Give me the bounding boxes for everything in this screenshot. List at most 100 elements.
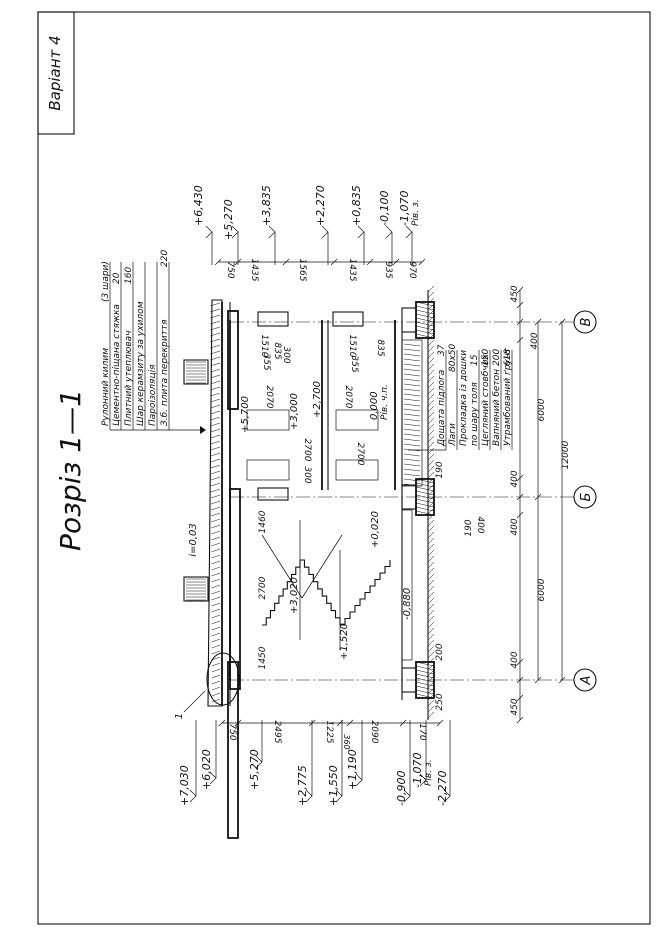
ground-hatch bbox=[427, 447, 435, 455]
floor-structure-hatch bbox=[403, 453, 421, 457]
bottom-dim-tick bbox=[516, 694, 524, 702]
bottom-dim-tick bbox=[516, 336, 524, 344]
bottom-dim-tick bbox=[516, 318, 524, 326]
floor-structure-hatch bbox=[403, 418, 421, 422]
floor-structure-hatch bbox=[403, 443, 421, 447]
roof-hatch bbox=[210, 488, 221, 493]
roof-hatch bbox=[209, 302, 221, 307]
roof-hatch bbox=[210, 356, 221, 361]
right-level-7-note: Рів. з. bbox=[411, 199, 421, 226]
floor-structure-hatch bbox=[403, 373, 421, 377]
roof-hatch bbox=[211, 608, 221, 613]
ground-hatch bbox=[427, 387, 435, 395]
callout-leader bbox=[183, 690, 206, 713]
ground-hatch bbox=[427, 429, 435, 437]
left-dim-tick bbox=[308, 719, 316, 727]
roof-layer-1-value: (3 шари) bbox=[101, 261, 111, 302]
roof-hatch bbox=[211, 542, 221, 547]
roof-layer-3-value: 160 bbox=[124, 267, 134, 284]
left-dim-4: 360 bbox=[342, 734, 351, 749]
ground-hatch bbox=[427, 627, 435, 635]
floor-structure-hatch bbox=[403, 398, 421, 402]
ground-hatch bbox=[427, 465, 435, 473]
right-level-1: +6,430 bbox=[192, 185, 205, 226]
right-dim-4: 1435 bbox=[347, 259, 357, 282]
ground-hatch bbox=[427, 405, 435, 413]
door-upper-1 bbox=[246, 409, 290, 431]
right-level-6: -0,100 bbox=[378, 191, 391, 226]
dim-door-2: 2700 bbox=[355, 443, 365, 466]
left-dim-5: 2090 bbox=[369, 721, 379, 744]
dim-overhang-right: 450 bbox=[510, 285, 520, 302]
footing-c-hatch bbox=[415, 321, 435, 327]
ground-hatch bbox=[427, 531, 435, 539]
roof-hatch bbox=[210, 428, 221, 433]
bottom-dim-tick bbox=[516, 301, 524, 309]
roof-hatch bbox=[211, 698, 221, 703]
floor-structure-hatch bbox=[403, 433, 421, 437]
floor-structure bbox=[401, 339, 423, 487]
roof-layer-2-value: 20 bbox=[112, 272, 122, 284]
roof-hatch bbox=[210, 326, 221, 331]
roof-hatch bbox=[211, 518, 221, 523]
roof-hatch bbox=[210, 482, 221, 487]
right-level-4: +2,270 bbox=[314, 185, 327, 226]
footing-c-hatch bbox=[415, 313, 435, 319]
roof-layer-4: Шар керамзиту за ухилом bbox=[136, 301, 146, 426]
left-dim-1: 750 bbox=[227, 723, 237, 740]
roof-hatch bbox=[210, 374, 221, 379]
ground-hatch bbox=[427, 393, 435, 401]
floor-structure-hatch bbox=[403, 343, 421, 347]
footing-c-hatch bbox=[415, 309, 435, 315]
left-dim-tick bbox=[399, 719, 407, 727]
floor-layer-1: Дощата підлога bbox=[437, 370, 447, 447]
roof-layer-5: Пароізоляція bbox=[148, 364, 158, 426]
right-dim-tick bbox=[330, 258, 338, 266]
axis-b-label: Б bbox=[579, 492, 594, 501]
floor-structure-hatch bbox=[403, 388, 421, 392]
dim-total: 12000 bbox=[561, 440, 571, 469]
floor-layer-6-value: 618 bbox=[503, 349, 513, 366]
roof-hatch bbox=[211, 548, 221, 553]
ground-hatch bbox=[427, 633, 435, 641]
roof-hatch bbox=[210, 458, 221, 463]
roof-hatch bbox=[210, 386, 221, 391]
section-body: 1 i=0,03 Рулонний килим (3 шари) Цементн… bbox=[101, 185, 597, 839]
dim-stair-2: 1460 bbox=[258, 510, 268, 533]
left-level-8-note: Рів. з. bbox=[424, 759, 434, 786]
bottom-dim-tick bbox=[516, 658, 524, 666]
axis-a-bubble bbox=[573, 668, 597, 692]
ground-hatch bbox=[427, 597, 435, 605]
ground-hatch bbox=[427, 645, 435, 653]
dim-door-1: 2700 bbox=[302, 439, 312, 462]
floor-layer-4: Цегляний стовбчик bbox=[481, 353, 491, 446]
roof-hatch bbox=[210, 398, 221, 403]
roof-hatch bbox=[210, 446, 221, 451]
floor-layer-6: Утрамбований ґрунт bbox=[503, 347, 513, 446]
dim-footing-b-1: 190 bbox=[435, 461, 445, 478]
section-title: Розріз 1—1 bbox=[54, 389, 87, 551]
roof-hatch bbox=[211, 638, 221, 643]
dim-stair-run: 2700 bbox=[258, 576, 268, 599]
roof-hatch bbox=[211, 656, 221, 661]
roof-hatch bbox=[210, 422, 221, 427]
ground-hatch bbox=[427, 639, 435, 647]
axis-bubbles: А Б В bbox=[573, 310, 597, 692]
floor-structure-hatch bbox=[403, 348, 421, 352]
level-second-floor-b: +2,700 bbox=[312, 381, 323, 418]
left-dim-tick bbox=[218, 719, 226, 727]
roof-hatch bbox=[211, 530, 221, 535]
ground-hatch bbox=[427, 705, 435, 713]
floor-layer-5-value: 200 bbox=[492, 349, 502, 366]
floor-structure-hatch bbox=[403, 353, 421, 357]
footing-c-hatch bbox=[415, 305, 435, 311]
left-level-2: +6,020 bbox=[200, 749, 213, 790]
dim-wall-c: 400 bbox=[530, 332, 540, 349]
dim-win-gap-2: 835 bbox=[375, 339, 385, 356]
ground-hatch bbox=[427, 609, 435, 617]
left-level-4: +2,775 bbox=[296, 765, 309, 806]
right-dim-tick bbox=[418, 258, 426, 266]
roof-hatch bbox=[211, 650, 221, 655]
footing-b-hatch bbox=[415, 510, 435, 516]
ground-hatch bbox=[427, 369, 435, 377]
